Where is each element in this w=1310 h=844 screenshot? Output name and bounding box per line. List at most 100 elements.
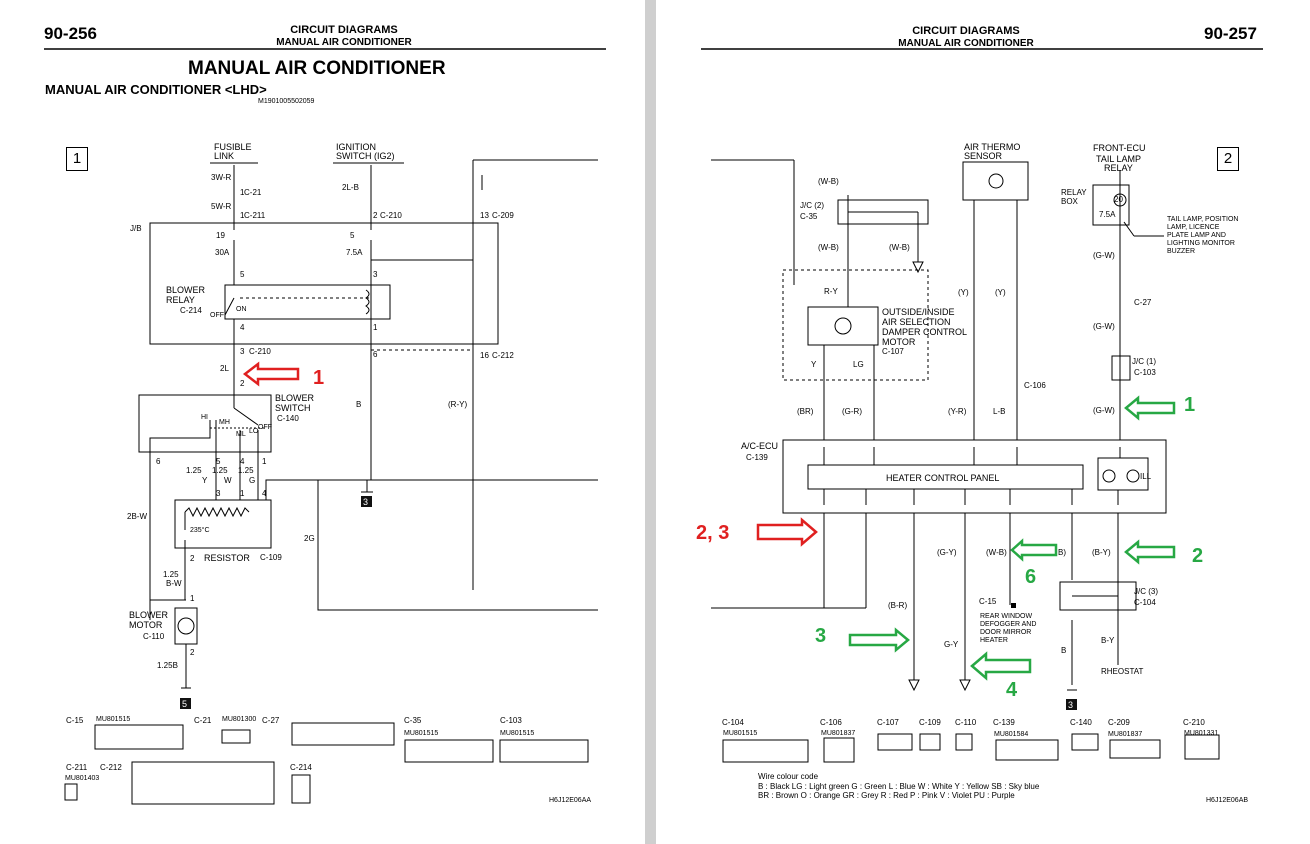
connector-tag: C-106 [1024,381,1046,390]
damper-label-3: DAMPER CONTROL [882,327,968,337]
doc-code: M1901005502059 [258,98,315,105]
right-page: CIRCUIT DIAGRAMS MANUAL AIR CONDITIONER … [656,0,1310,844]
bottom-connector-tag: C-107 [877,718,899,727]
bottom-part-code: MU801300 [222,716,257,723]
ground-5-label: 5 [182,699,187,709]
ac-ecu-label: A/C-ECU [741,441,779,451]
rear-label-2: DEFOGGER AND [980,621,1037,628]
fuse-19: 19 [216,231,225,240]
wire-colour: (Y-R) [948,407,967,416]
wire-colour: R-Y [824,287,838,296]
front-ecu-label: FRONT-ECU [1093,143,1146,153]
wire-colour: B) [1058,548,1066,557]
fuse-30a: 30A [215,248,230,257]
ground-3-label: 3 [1068,700,1073,710]
connector-tag: C-210 [380,211,402,220]
wire-code-title: Wire colour code [758,772,819,781]
wire-2l: 2L [220,364,229,373]
pin-number: 5 [240,270,245,279]
pin-number: 1 [373,323,378,332]
wire-125-bw: 1.25 [163,570,179,579]
pin-number: 6 [156,457,161,466]
relay-label: RELAY [1104,163,1133,173]
connector-tag: C-214 [180,306,202,315]
page-title: MANUAL AIR CONDITIONER [188,58,446,79]
annotation-2-green: 2 [1192,545,1204,567]
jc1-label: J/C (1) [1132,357,1156,366]
sheet-number: 1 [66,147,88,171]
wire-125-w: 1.25 [212,466,228,475]
wire-colour: (G-W) [1093,406,1115,415]
header-line2: MANUAL AIR CONDITIONER [898,38,1034,49]
wire-colour: (W-B) [986,548,1007,557]
bottom-connector-tag: C-21 [194,716,212,725]
wire-2bw: 2B-W [127,512,147,521]
ground-3-label: 3 [363,497,368,507]
jc2-label: J/C (2) [800,201,824,210]
wire-bw: B-W [166,579,182,588]
bottom-connector-tag: C-139 [993,718,1015,727]
annotation-1-green: 1 [1184,394,1196,416]
fusible-link-label: FUSIBLE [214,142,252,152]
bottom-part-code: MU801331 [1184,730,1219,737]
heater-control-panel-label: HEATER CONTROL PANEL [886,473,1000,483]
blower-switch-label: BLOWER [275,393,315,403]
wire-colour: (G-W) [1093,251,1115,260]
ill-label: ILL [1140,472,1152,481]
annotation-3-green: 3 [815,625,827,647]
connector-tag: C-211 [244,211,266,220]
wire-y: Y [202,476,208,485]
fuse-5: 5 [350,231,355,240]
wire-colour: B [1061,646,1067,655]
left-page: 90-256 CIRCUIT DIAGRAMS MANUAL AIR CONDI… [0,0,645,844]
bottom-connector-tag: C-214 [290,763,312,772]
bottom-connector-tag: C-15 [66,716,84,725]
bottom-part-code: MU801515 [404,730,439,737]
wire-colour: (G-W) [1093,322,1115,331]
right-circuit-diagram: 3 [701,48,1263,763]
resistor-label: RESISTOR [204,553,250,563]
bottom-connector-tag: C-140 [1070,718,1092,727]
bottom-connector-tag: C-210 [1183,718,1205,727]
wire-colour: (B-R) [888,601,908,610]
wire-colour: (B-Y) [1092,548,1111,557]
connector-tag: C-210 [249,347,271,356]
annotation-4-green: 4 [1006,679,1018,701]
connector-tag: C-35 [800,212,818,221]
pin-number: 2 [240,379,245,388]
connector-tag: C-27 [1134,298,1152,307]
rear-label-3: DOOR MIRROR [980,629,1032,636]
wire-code-line1: B : Black LG : Light green G : Green L :… [758,782,1040,791]
wire-b: B [356,400,362,409]
wire-ry: (R-Y) [448,400,468,409]
connector-tag: C-110 [143,632,165,641]
connector-tag: C-109 [260,553,282,562]
tail-lamp-label: TAIL LAMP [1096,154,1142,164]
tail-desc-1: TAIL LAMP, POSITION [1167,216,1239,223]
connector-tag: C-104 [1134,598,1156,607]
bottom-connector-tag: C-110 [955,718,977,727]
switch-hi: HI [201,414,208,421]
wire-2g: 2G [304,534,315,543]
jb-label: J/B [130,224,142,233]
ignition-label2: SWITCH (IG2) [336,151,395,161]
bottom-part-code: MU801515 [723,730,758,737]
resistor-temp: 235°C [190,527,210,534]
ignition-label: IGNITION [336,142,376,152]
pin-number: 1 [240,211,245,220]
pin-number: 2 [190,554,195,563]
bottom-part-code: MU801837 [1108,731,1143,738]
pin-number: 2 [373,211,378,220]
switch-off: OFF [258,424,272,431]
page-number: 90-257 [1204,24,1257,43]
blower-relay-label2: RELAY [166,295,195,305]
pin-number: 3 [240,347,245,356]
pin-number: 4 [240,457,245,466]
connector-tag: C-209 [492,211,514,220]
switch-ml: ML [236,431,246,438]
left-circuit-diagram: 3 5 [44,48,606,805]
damper-label-4: MOTOR [882,337,916,347]
bottom-connector-tag: C-106 [820,718,842,727]
pin-number: 5 [216,457,221,466]
wire-colour: (W-B) [889,243,910,252]
